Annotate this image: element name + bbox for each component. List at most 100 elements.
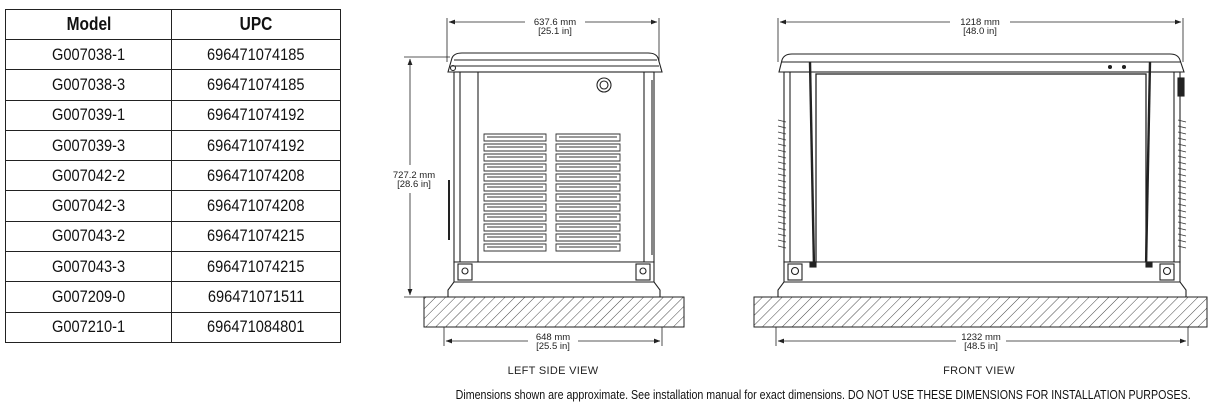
vent-tick	[777, 245, 787, 249]
vent-tick	[777, 161, 787, 165]
vent-tick	[1177, 143, 1187, 147]
upc-cell: 696471074192	[171, 99, 341, 131]
left-top-width-in: [25.1 in]	[538, 26, 572, 37]
louver-slat	[483, 173, 547, 182]
louver-slat	[555, 173, 621, 182]
louver-slat	[483, 193, 547, 202]
left-height-in: [28.6 in]	[397, 179, 431, 190]
louver-slat	[555, 193, 621, 202]
upc-cell: 696471084801	[171, 311, 341, 343]
upc-cell: 696471074208	[171, 190, 341, 222]
upc-cell: 696471074208	[171, 160, 341, 192]
louver-slat	[483, 153, 547, 162]
left-concrete-pad	[423, 296, 685, 328]
louver-slat	[555, 143, 621, 152]
vent-tick	[777, 197, 787, 201]
left-base-dimension: 648 mm [25.5 in]	[443, 327, 663, 352]
vent-tick	[777, 167, 787, 171]
left-base-width-mm: 648 mm	[536, 332, 570, 343]
front-top-width-mm: 1218 mm	[960, 17, 1000, 28]
left-side-view: 637.6 mm [25.1 in] 727.2 mm [28.6 in]	[393, 17, 685, 377]
vent-tick	[1177, 119, 1187, 123]
vent-tick	[777, 173, 787, 177]
front-view: 1218 mm [48.0 in]	[753, 17, 1208, 377]
vent-tick	[777, 149, 787, 153]
vent-tick	[777, 185, 787, 189]
louver-slat	[555, 223, 621, 232]
vent-tick	[1177, 221, 1187, 225]
vent-tick	[1177, 191, 1187, 195]
louver-slat	[483, 143, 547, 152]
louver-slat	[483, 213, 547, 222]
vent-tick	[1177, 161, 1187, 165]
vent-tick	[777, 209, 787, 213]
front-base-dimension: 1232 mm [48.5 in]	[775, 327, 1189, 352]
louver-slat	[483, 203, 547, 212]
vent-tick	[1177, 185, 1187, 189]
vent-tick	[1177, 179, 1187, 183]
upc-cell: 696471074192	[171, 129, 341, 162]
upc-cell: 696471074185	[171, 38, 341, 71]
vent-tick	[1177, 233, 1187, 237]
front-housing	[777, 53, 1187, 298]
table-header-row: Model UPC	[5, 9, 341, 40]
left-base-width-in: [25.5 in]	[536, 341, 570, 352]
louver-slat	[555, 213, 621, 222]
vent-tick	[777, 191, 787, 195]
front-concrete-pad	[753, 296, 1208, 328]
vent-tick	[777, 203, 787, 207]
louver-slat	[483, 243, 547, 252]
vent-tick	[1177, 197, 1187, 201]
louver-slat	[483, 223, 547, 232]
model-cell: G007039-3	[5, 129, 172, 162]
vent-tick	[1177, 131, 1187, 135]
vent-tick	[1177, 203, 1187, 207]
louver-slat	[555, 163, 621, 172]
model-cell: G007042-3	[5, 190, 172, 222]
vent-tick	[777, 215, 787, 219]
louver-slat	[483, 233, 547, 242]
left-height-mm: 727.2 mm	[393, 170, 435, 181]
left-height-dimension: 727.2 mm [28.6 in]	[393, 56, 450, 298]
front-base-width-in: [48.5 in]	[964, 341, 998, 352]
vent-tick	[777, 143, 787, 147]
louver-slat	[483, 183, 547, 192]
vent-tick	[777, 155, 787, 159]
louver-slat	[483, 163, 547, 172]
left-top-width-mm: 637.6 mm	[534, 17, 576, 28]
front-top-width-in: [48.0 in]	[963, 26, 997, 37]
model-cell: G007043-3	[5, 251, 172, 283]
vent-tick	[1177, 149, 1187, 153]
vent-tick	[1177, 173, 1187, 177]
vent-tick	[777, 239, 787, 243]
vent-tick	[777, 221, 787, 225]
vent-tick	[1177, 239, 1187, 243]
model-header: Model	[5, 9, 172, 40]
louver-slat	[483, 133, 547, 142]
vent-tick	[777, 233, 787, 237]
vent-tick	[1177, 209, 1187, 213]
upc-cell: 696471074185	[171, 69, 341, 101]
vent-tick	[1177, 215, 1187, 219]
front-view-caption: FRONT VIEW	[943, 365, 1015, 377]
vent-tick	[1177, 245, 1187, 249]
upc-cell: 696471074215	[171, 220, 341, 253]
vent-tick	[777, 119, 787, 123]
model-cell: G007042-2	[5, 160, 172, 192]
vent-tick	[777, 125, 787, 129]
vent-tick	[777, 179, 787, 183]
left-louver-grid	[483, 133, 621, 252]
vent-tick	[1177, 125, 1187, 129]
louver-slat	[555, 243, 621, 252]
